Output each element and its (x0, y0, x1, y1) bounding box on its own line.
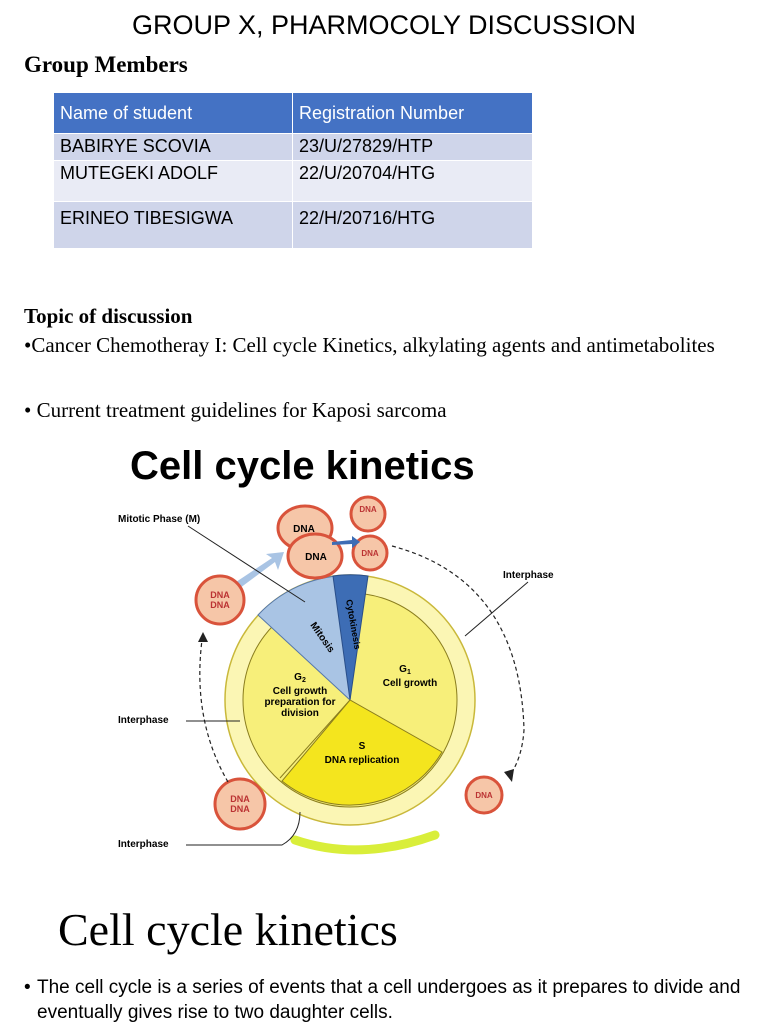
daughter-cell: DNA (349, 495, 387, 533)
svg-text:DNA: DNA (293, 524, 315, 535)
section-text: The cell cycle is a series of events tha… (37, 977, 741, 1023)
column-header-registration: Registration Number (292, 92, 533, 134)
diagram-title: Cell cycle kinetics (130, 444, 475, 488)
dividing-cell: DNA DNA (276, 504, 344, 580)
student-name-cell: BABIRYE SCOVIA (53, 133, 293, 161)
s-label: S (359, 741, 366, 752)
registration-cell: 23/U/27829/HTP (292, 133, 533, 161)
svg-text:DNA: DNA (210, 600, 230, 610)
g2-desc-line-1: Cell growth (273, 686, 327, 697)
members-table: Name of student Registration Number BABI… (53, 92, 533, 249)
g1-label: G1 (399, 664, 411, 676)
table-row: BABIRYE SCOVIA 23/U/27829/HTP (53, 133, 533, 161)
g2-desc-line-2: preparation for (264, 697, 335, 708)
table-header-row: Name of student Registration Number (53, 92, 533, 134)
daughter-cell: DNA (351, 534, 389, 572)
interphase-label-left: Interphase (118, 715, 169, 726)
topic-item: • Current treatment guidelines for Kapos… (24, 398, 447, 422)
interphase-arc-left (199, 639, 229, 783)
topic-heading: Topic of discussion (24, 304, 193, 328)
svg-text:DNA: DNA (210, 590, 230, 600)
bullet-marker: • (24, 977, 31, 998)
cell-cycle-diagram: Mitosis Cytokinesis G1 Cell growth G2 Ce… (118, 495, 554, 855)
interphase-label-bottom: Interphase (118, 839, 169, 850)
interphase-label-right: Interphase (503, 570, 554, 581)
column-header-name: Name of student (53, 92, 293, 134)
s-desc: DNA replication (325, 755, 400, 766)
table-row: MUTEGEKI ADOLF 22/U/20704/HTG (53, 160, 533, 202)
student-name-cell: ERINEO TIBESIGWA (53, 201, 293, 249)
g1-cell: DNA (464, 775, 504, 815)
student-name-cell: MUTEGEKI ADOLF (53, 160, 293, 202)
table-row: ERINEO TIBESIGWA 22/H/20716/HTG (53, 201, 533, 249)
svg-text:DNA: DNA (359, 505, 377, 514)
svg-text:DNA: DNA (305, 552, 327, 563)
svg-text:DNA: DNA (361, 549, 379, 558)
registration-cell: 22/U/20704/HTG (292, 160, 533, 202)
group-members-heading: Group Members (24, 52, 188, 77)
interphase-highlight-arc (290, 830, 440, 855)
arrow-to-daughters (332, 536, 360, 548)
svg-text:DNA: DNA (475, 791, 493, 800)
s-phase-sector (281, 699, 443, 806)
arrow-to-mitosis (236, 552, 284, 588)
g2-label: G2 (294, 672, 306, 684)
registration-cell: 22/H/20716/HTG (292, 201, 533, 249)
svg-text:DNA: DNA (230, 794, 250, 804)
svg-text:DNA: DNA (230, 804, 250, 814)
section-paragraph: • The cell cycle is a series of events t… (24, 975, 744, 1025)
cytokinesis-sector (332, 574, 369, 701)
s-cell: DNA DNA (213, 777, 267, 831)
g2-desc-line-3: division (281, 708, 319, 719)
mitotic-phase-label: Mitotic Phase (M) (118, 514, 200, 525)
g2-cell: DNA DNA (194, 574, 246, 626)
page-title: GROUP X, PHARMOCOLY DISCUSSION (131, 10, 637, 40)
g1-desc: Cell growth (383, 678, 437, 689)
section-title: Cell cycle kinetics (58, 904, 398, 955)
topic-item: •Cancer Chemotheray I: Cell cycle Kineti… (24, 333, 715, 357)
